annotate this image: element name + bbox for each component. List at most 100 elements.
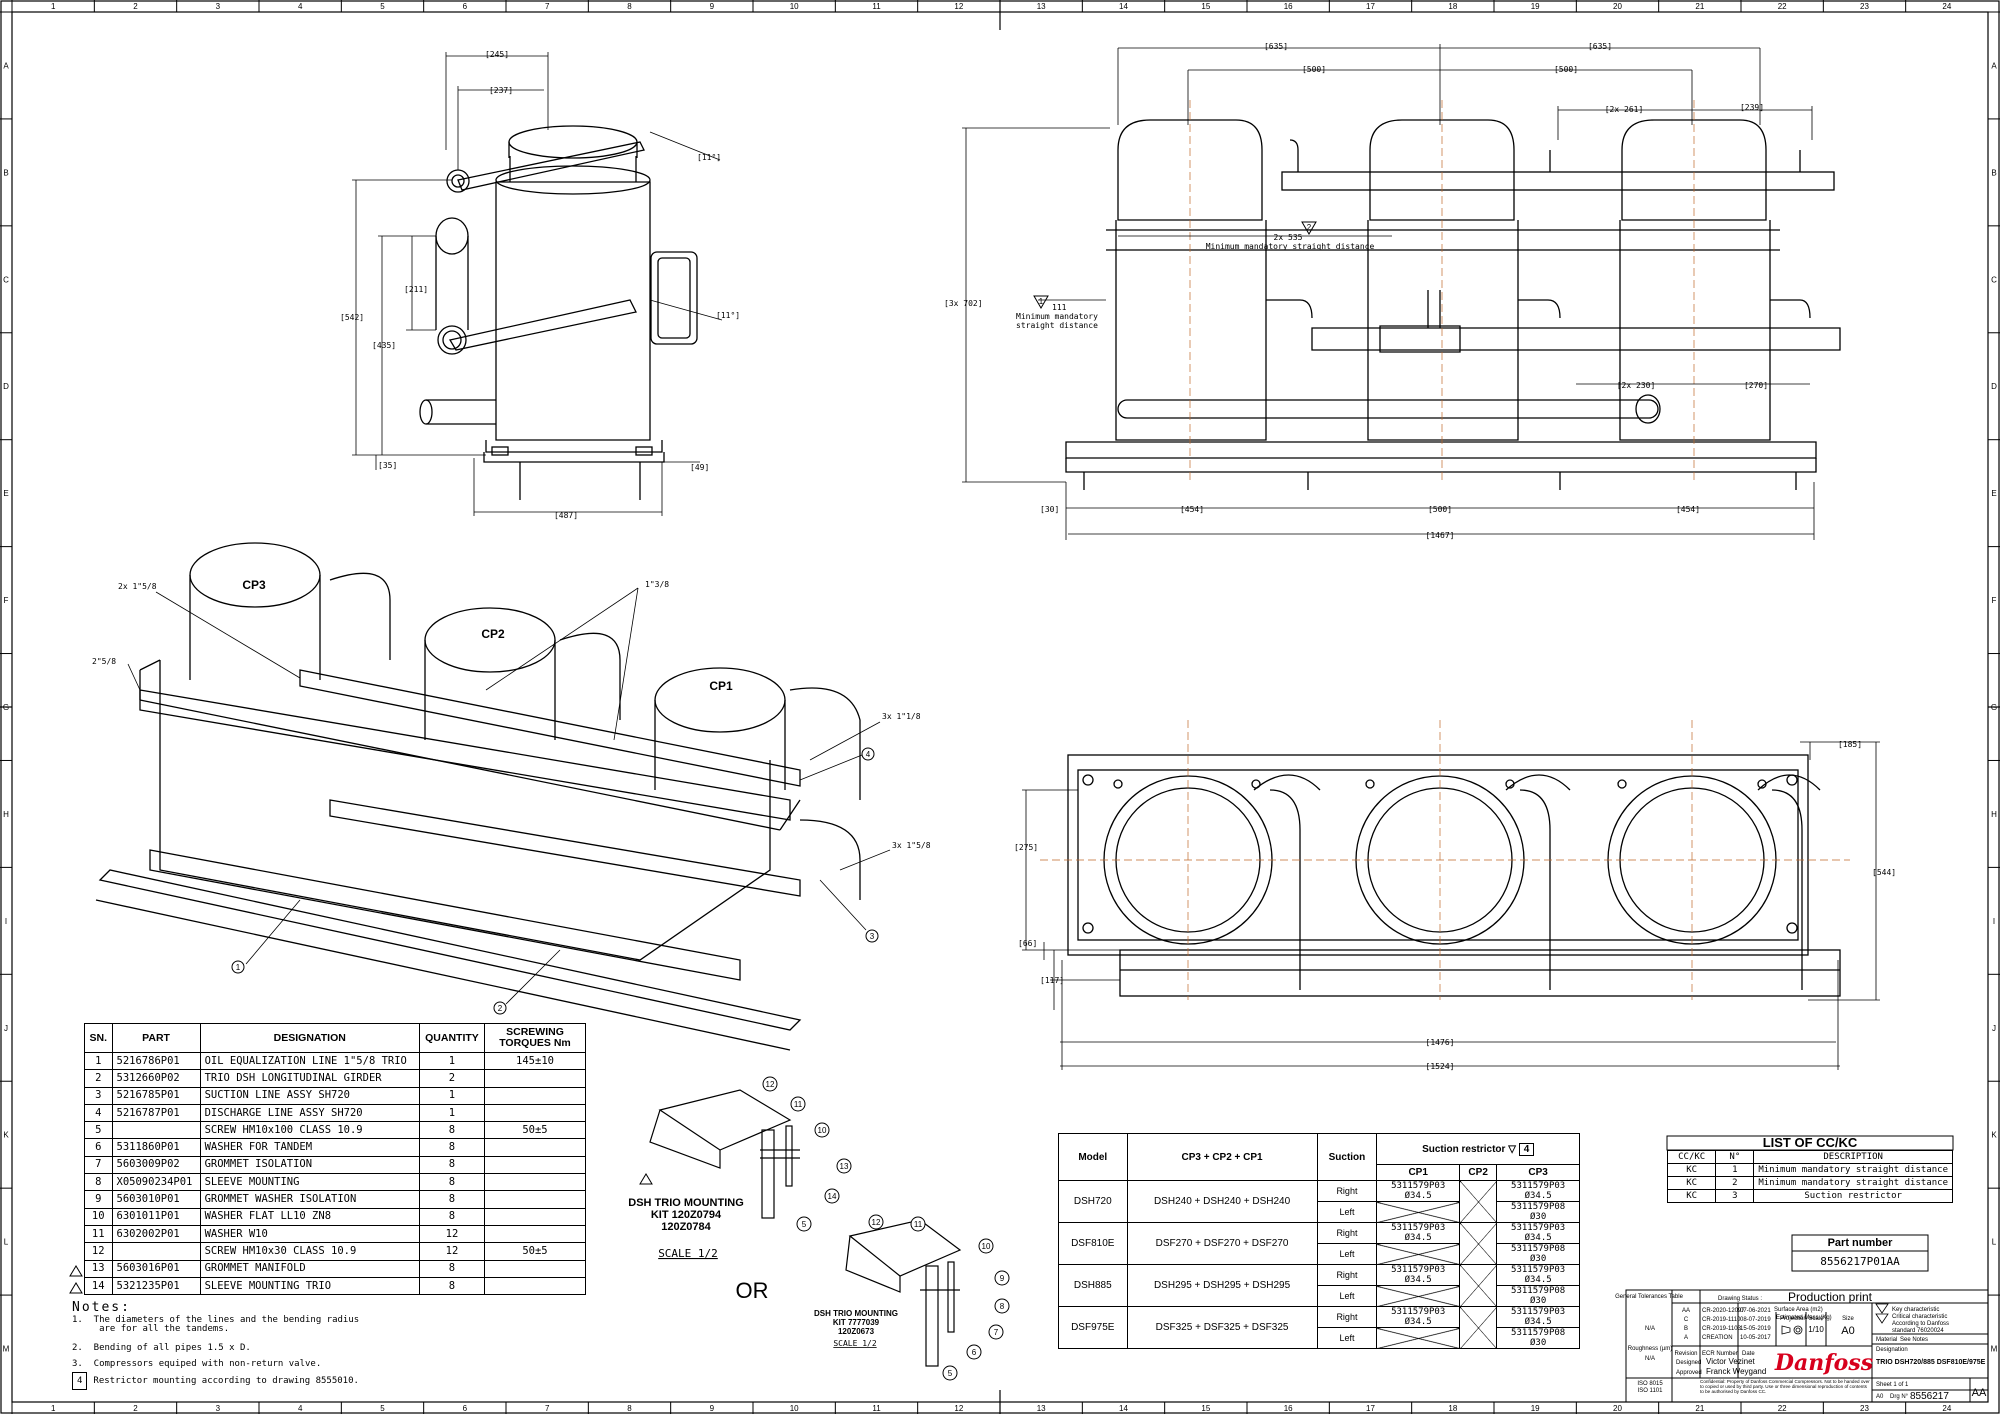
tb-ecr-0: CR-2020-12097 bbox=[1702, 1308, 1745, 1314]
frame-row-label: L bbox=[1992, 1238, 1997, 1247]
side-view-dimension-labels: [245] [237] [11°] [211] [11°] [542] [435… bbox=[340, 50, 740, 520]
parts-cell-torque bbox=[484, 1069, 586, 1088]
cckc-cell-type: KC bbox=[1666, 1163, 1717, 1177]
kit1-code-1: KIT 120Z0794 bbox=[651, 1209, 722, 1221]
restrictor-cp1-part: 5311579P03 bbox=[1391, 1181, 1446, 1191]
restrictor-cps: DSF270 + DSF270 + DSF270 bbox=[1126, 1222, 1318, 1265]
restrictor-cp3-part-l: 5311579P08 bbox=[1511, 1202, 1566, 1212]
balloon-3: 3 bbox=[870, 932, 875, 941]
dim-454-left: [454] bbox=[1180, 505, 1204, 514]
tb-dwg-size: A0 bbox=[1876, 1394, 1884, 1400]
tb-sheet: Sheet 1 of 1 bbox=[1876, 1382, 1909, 1388]
parts-cell-qty: 8 bbox=[418, 1259, 486, 1278]
parts-cell-sn: 2 bbox=[84, 1069, 113, 1088]
frame-col-label: 13 bbox=[1037, 2, 1046, 11]
dim-500-left: [500] bbox=[1302, 65, 1326, 74]
parts-cell-part: 5603009P02 bbox=[111, 1155, 201, 1175]
frame-col-label: 9 bbox=[710, 2, 715, 11]
tb-material-label: Material bbox=[1876, 1337, 1897, 1343]
parts-cell-designation: GROMMET ISOLATION bbox=[199, 1155, 420, 1175]
parts-cell-sn: 10 bbox=[84, 1207, 113, 1226]
kit-balloon-label: 14 bbox=[828, 1192, 837, 1201]
parts-cell-torque: 145±10 bbox=[484, 1051, 586, 1071]
tb-date-3: 10-05-2017 bbox=[1740, 1335, 1771, 1341]
parts-cell-designation: WASHER FOR TANDEM bbox=[199, 1138, 420, 1157]
restrictor-cp3-part-r: 5311579P03 bbox=[1511, 1181, 1566, 1191]
restrictor-cp1-part: 5311579P03 bbox=[1391, 1265, 1446, 1275]
parts-cell-torque bbox=[484, 1103, 586, 1123]
kit-balloon-circle bbox=[994, 1270, 1010, 1286]
frame-col-label: 15 bbox=[1201, 2, 1210, 11]
tb-iso2: ISO 1101 bbox=[1638, 1388, 1664, 1394]
frame-grid-labels: 1122334455667788991010111112121313141415… bbox=[3, 2, 1998, 1413]
frame-col-label: 23 bbox=[1860, 1404, 1869, 1413]
tb-ecr-3: CREATION bbox=[1702, 1335, 1733, 1341]
parts-cell-qty: 8 bbox=[418, 1190, 486, 1209]
dim-2x261: [2x 261] bbox=[1605, 105, 1644, 114]
restrictor-model: DSF975E bbox=[1058, 1306, 1128, 1349]
frame-row-label: G bbox=[1991, 703, 1997, 712]
dim-49: [49] bbox=[690, 463, 709, 472]
restrictor-cp1-empty bbox=[1376, 1285, 1461, 1307]
kit-balloon-circle bbox=[978, 1238, 994, 1254]
dim-500-bottom: [500] bbox=[1428, 505, 1452, 514]
note-3: 3. Compressors equiped with non-return v… bbox=[72, 1359, 322, 1369]
frame-col-label: 1 bbox=[51, 1404, 56, 1413]
parts-list-table: SN. PART DESIGNATION QUANTITY SCREWING T… bbox=[84, 1023, 586, 1296]
tb-dwg: 8556217 bbox=[1910, 1391, 1949, 1402]
parts-cell-designation: WASHER FLAT LL10 ZN8 bbox=[199, 1207, 420, 1226]
cckc-col-n: N° bbox=[1715, 1150, 1755, 1164]
frame-col-label: 15 bbox=[1201, 1404, 1210, 1413]
frame-col-label: 17 bbox=[1366, 1404, 1375, 1413]
parts-cell-torque bbox=[484, 1259, 586, 1278]
kit-balloon-circle bbox=[814, 1122, 830, 1138]
tb-according: According to Danfoss bbox=[1892, 1321, 1949, 1327]
kit2-code-2: 120Z0673 bbox=[838, 1327, 875, 1336]
parts-cell-qty: 12 bbox=[418, 1224, 486, 1244]
kc-marker-1: 1 bbox=[1039, 297, 1044, 306]
restrictor-cp3-dia-r: Ø34.5 bbox=[1524, 1317, 1552, 1327]
frame-col-label: 10 bbox=[790, 2, 799, 11]
tb-surface: Surface Area (m2) bbox=[1774, 1307, 1823, 1313]
restrictor-cp2-empty bbox=[1459, 1264, 1498, 1307]
top-view-dimension-labels: [185] [275] [544] [66] [117] [1476] [152… bbox=[1014, 740, 1896, 1071]
parts-cell-qty: 8 bbox=[418, 1173, 486, 1192]
cckc-col-type: CC/KC bbox=[1666, 1150, 1717, 1164]
frame-row-label: L bbox=[4, 1238, 9, 1247]
parts-cell-designation: DISCHARGE LINE ASSY SH720 bbox=[199, 1103, 420, 1123]
balloon-2: 2 bbox=[498, 1004, 503, 1013]
balloon-4: 4 bbox=[866, 750, 871, 759]
dim-270: [270] bbox=[1744, 381, 1768, 390]
dim-635-right: [635] bbox=[1588, 42, 1612, 51]
dim-542: [542] bbox=[340, 313, 364, 322]
parts-cell-part: 6302002P01 bbox=[111, 1224, 201, 1244]
dim-2x535: 2x 535 bbox=[1274, 233, 1303, 242]
frame-col-label: 5 bbox=[380, 2, 385, 11]
kc-marker-2: 2 bbox=[1307, 223, 1312, 232]
frame-row-label: C bbox=[1991, 275, 1997, 284]
parts-cell-part: 5216785P01 bbox=[111, 1086, 201, 1105]
restrictor-cp1-empty bbox=[1376, 1327, 1461, 1349]
title-block-frame bbox=[1625, 1289, 1989, 1403]
tb-date-2: 15-05-2019 bbox=[1740, 1326, 1771, 1332]
restrictor-cp1-part: 5311579P03 bbox=[1391, 1307, 1446, 1317]
tb-rev-2: B bbox=[1684, 1326, 1688, 1332]
frame-row-label: K bbox=[1991, 1131, 1997, 1140]
mounting-kit-labels: DSH TRIO MOUNTING KIT 120Z0794 120Z0784 … bbox=[628, 1173, 898, 1348]
frame-col-label: 2 bbox=[133, 1404, 138, 1413]
kit-balloon-label: 11 bbox=[794, 1100, 803, 1109]
kit-balloon-label: 5 bbox=[948, 1369, 953, 1378]
front-view-center-lines bbox=[1189, 100, 1695, 480]
part-number-label: Part number bbox=[1827, 1237, 1893, 1249]
danfoss-logo: Danfoss bbox=[1774, 1347, 1873, 1377]
dim-30: [30] bbox=[1040, 505, 1059, 514]
restrictor-cp3-dia-r: Ø34.5 bbox=[1524, 1191, 1552, 1201]
parts-cell-designation: GROMMET WASHER ISOLATION bbox=[199, 1190, 420, 1209]
frame-col-label: 19 bbox=[1531, 1404, 1540, 1413]
